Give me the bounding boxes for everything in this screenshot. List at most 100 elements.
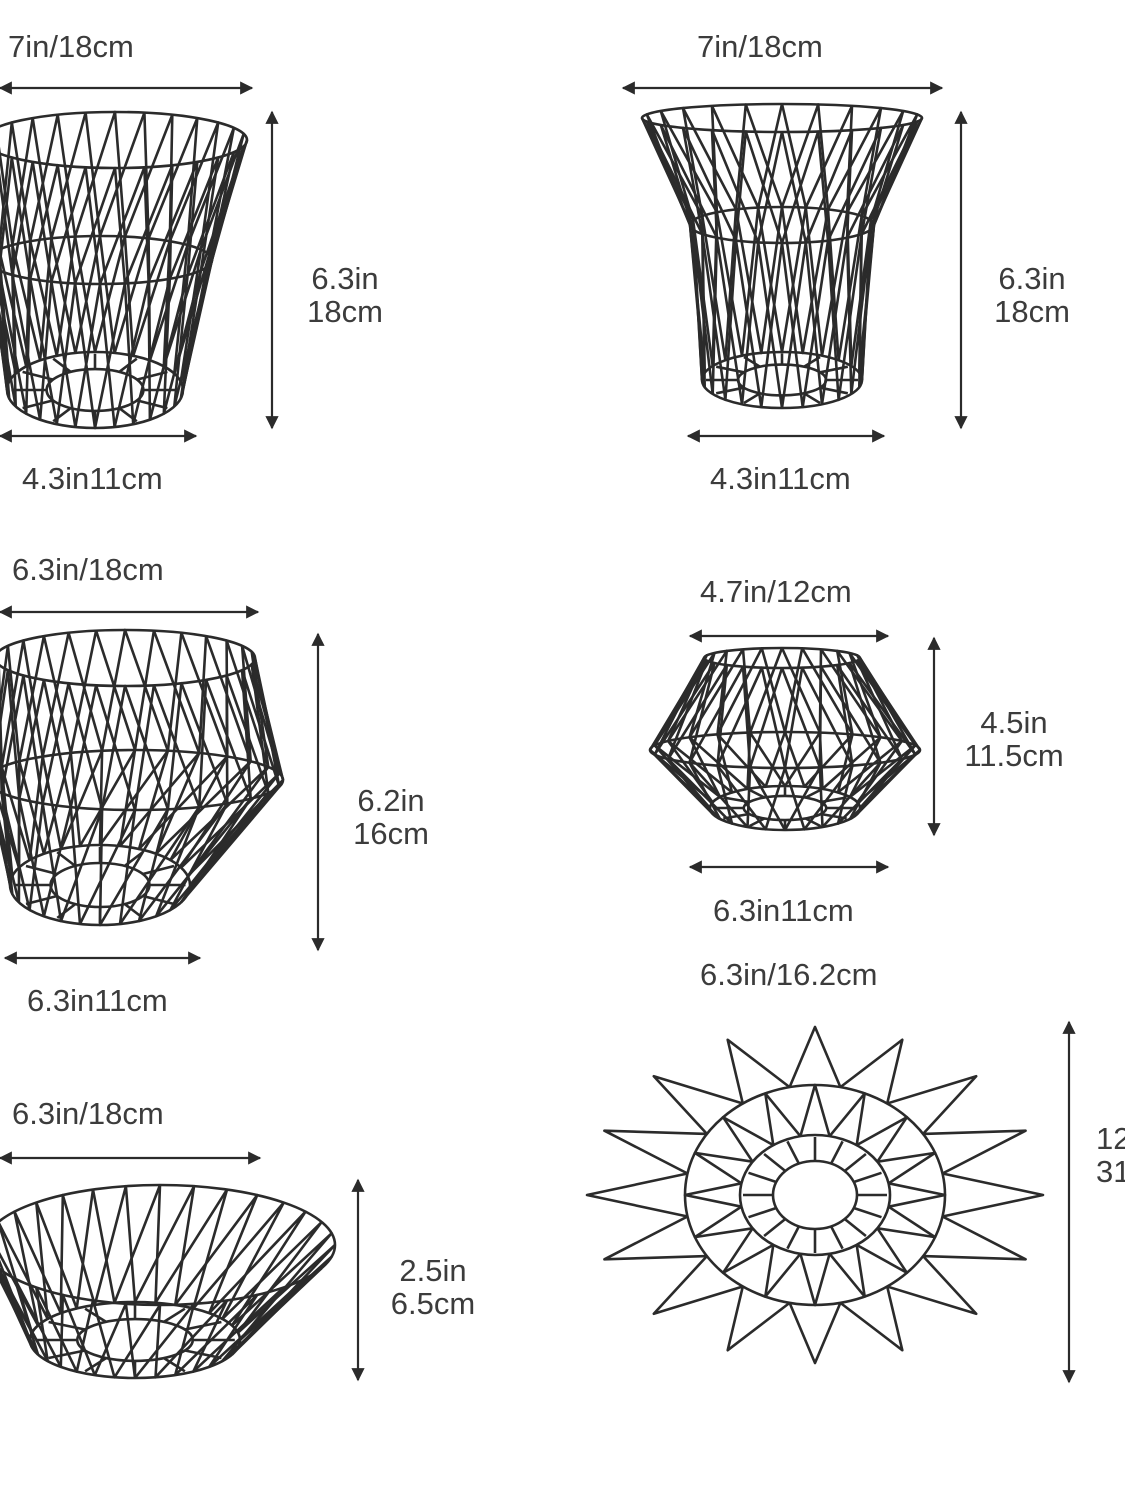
basket-2-wire — [701, 209, 738, 362]
basket-3-wire — [0, 674, 44, 804]
basket-4-wire — [783, 731, 824, 789]
basket-6-height-cm: 31 — [1096, 1154, 1125, 1189]
basket-4-wire — [649, 740, 714, 804]
basket-4-wire — [648, 654, 708, 751]
basket-3-wire — [137, 750, 229, 851]
basket-1-height-cm: 18cm — [307, 294, 383, 329]
basket-5-spoke — [163, 1356, 186, 1373]
basket-6-star-point — [788, 1025, 842, 1088]
basket-1-wire — [0, 249, 11, 383]
basket-5-wire — [208, 1210, 307, 1327]
basket-3-height-in: 6.2in — [357, 783, 425, 818]
basket-4-wire — [783, 647, 854, 736]
basket-5-wire — [231, 1232, 333, 1341]
basket-1-wire — [123, 236, 172, 358]
basket-3-wire — [78, 808, 137, 925]
basket-3-wire — [41, 681, 104, 810]
basket-5-wire — [93, 1184, 137, 1306]
basket-4-spoke — [748, 817, 765, 828]
basket-1-wire — [28, 163, 77, 284]
basket-3-wire — [42, 805, 82, 925]
basket-6-top-dimension: 6.3in/16.2cm — [700, 957, 878, 992]
basket-2-wire — [734, 103, 784, 210]
basket-1-height-in: 6.3in — [311, 261, 379, 296]
basket-3-wire — [0, 665, 3, 768]
basket-1-wire — [28, 113, 77, 242]
basket-6-star-point — [942, 1172, 1045, 1218]
basket-2-height-in: 6.3in — [998, 261, 1066, 296]
basket-3-wire — [169, 792, 270, 912]
basket-6-wire — [721, 1227, 774, 1275]
basket-2-wire — [711, 211, 744, 367]
basket-6-star-point — [923, 1129, 1027, 1175]
basket-3-wire — [98, 808, 170, 927]
basket-4-wire — [835, 649, 903, 742]
basket-3-wire — [100, 684, 170, 810]
basket-4-wire — [716, 647, 787, 735]
basket-5-wire — [91, 1300, 162, 1379]
basket-2-wire — [780, 241, 824, 409]
basket-2-wire — [734, 240, 784, 409]
basket-4-wire — [783, 731, 854, 788]
basket-5-spoke — [163, 1307, 186, 1324]
basket-6-spoke — [853, 1206, 882, 1219]
basket-4-wire — [667, 649, 729, 742]
basket-2-height-dimension: 6.3in 18cm — [987, 262, 1077, 328]
basket-1-wire — [162, 270, 203, 415]
basket-2-height-cm: 18cm — [994, 294, 1070, 329]
basket-5-wire — [154, 1184, 229, 1304]
basket-5-wire — [93, 1302, 137, 1379]
basket-4-wire — [688, 736, 749, 798]
basket-6-spoke — [748, 1171, 777, 1184]
basket-6-spoke — [786, 1140, 801, 1165]
basket-4-spoke — [723, 812, 750, 820]
basket-1-wire — [73, 283, 127, 430]
basket-1-spoke — [22, 370, 54, 381]
basket-2-wire — [780, 103, 830, 210]
basket-1-top-dimension: 7in/18cm — [8, 29, 134, 64]
basket-5-wire — [91, 1184, 162, 1304]
basket-5-spoke — [184, 1349, 222, 1360]
basket-1-wire — [0, 121, 32, 250]
basket-3-top-dimension: 6.3in/18cm — [12, 552, 164, 587]
basket-5-spoke — [184, 1320, 222, 1331]
basket-1-base-dimension: 4.3in11cm — [22, 461, 163, 496]
basket-3-wire — [98, 750, 169, 847]
basket-2-wire — [780, 130, 830, 244]
basket-2-wire — [681, 126, 738, 242]
basket-1-spoke — [136, 370, 168, 381]
basket-3-wire — [41, 803, 104, 923]
basket-1-spoke — [22, 399, 54, 410]
basket-6-spoke — [748, 1206, 777, 1219]
basket-6-wire — [877, 1151, 937, 1185]
basket-2-wire — [826, 233, 863, 402]
basket-2-spoke — [803, 355, 821, 368]
basket-6-spoke — [843, 1152, 867, 1173]
basket-6-wire — [828, 1092, 866, 1146]
basket-5-spoke — [48, 1349, 86, 1360]
basket-5-wire — [59, 1293, 97, 1376]
basket-3-wire — [0, 639, 44, 768]
basket-1-wire — [0, 241, 32, 368]
basket-1-wire — [73, 110, 127, 237]
basket-5-spoke — [48, 1320, 86, 1331]
basket-5-wire — [221, 1201, 323, 1321]
basket-2-wire — [850, 219, 873, 381]
basket-3-wire — [166, 631, 229, 757]
basket-4-top-dimension: 4.7in/12cm — [700, 574, 852, 609]
basket-1-wire — [28, 278, 77, 426]
basket-3-wire — [0, 792, 44, 912]
basket-4-wire — [746, 766, 787, 831]
basket-6-height-in: 12 — [1096, 1121, 1125, 1156]
basket-3-wire — [166, 681, 229, 810]
basket-1-wire — [28, 236, 77, 358]
basket-6-spoke — [853, 1171, 882, 1184]
basket-3-spoke — [25, 864, 58, 876]
basket-4-height-dimension: 4.5in 11.5cm — [960, 706, 1068, 772]
basket-6-wire — [799, 1253, 831, 1307]
basket-6-star-point — [886, 1255, 978, 1316]
basket-2-wire — [780, 240, 830, 409]
basket-6-wire — [764, 1092, 802, 1146]
basket-1-wire — [0, 270, 32, 415]
basket-6-star-point — [923, 1215, 1027, 1261]
